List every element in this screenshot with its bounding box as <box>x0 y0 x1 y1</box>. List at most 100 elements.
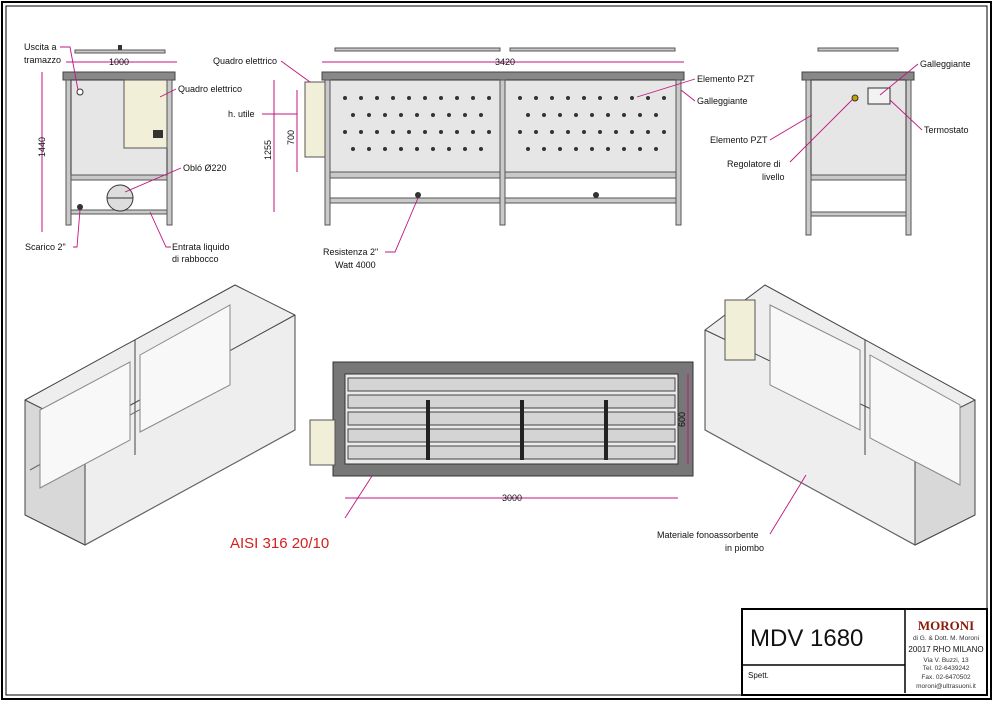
soundproof-label: Materiale fonoassorbente <box>657 530 759 540</box>
model-name: MDV 1680 <box>750 625 863 652</box>
pzt-dot <box>534 96 538 100</box>
pzt-dot <box>431 147 435 151</box>
pzt-dot <box>526 147 530 151</box>
client-label: Spett. <box>748 671 769 680</box>
pzt-dot <box>598 96 602 100</box>
pzt-dot <box>598 130 602 134</box>
pzt-dot <box>662 96 666 100</box>
company-logo: MORONI <box>918 618 974 633</box>
pzt-dot <box>407 96 411 100</box>
svg-text:di rabbocco: di rabbocco <box>172 254 219 264</box>
svg-text:Fax. 02-6470502: Fax. 02-6470502 <box>921 674 971 681</box>
pzt-dot <box>463 147 467 151</box>
pzt-dot <box>630 130 634 134</box>
pzt-dot <box>542 147 546 151</box>
isometric-view-left <box>24 284 296 546</box>
pzt-dot <box>662 130 666 134</box>
pzt-dot <box>558 113 562 117</box>
pzt-dot <box>375 130 379 134</box>
outlet-label: Uscita a <box>24 42 57 52</box>
pzt-dot <box>447 113 451 117</box>
pzt-dot <box>630 96 634 100</box>
side-view: 3420 700 1255 Quadro elettrico h. utile … <box>213 47 755 270</box>
pzt-dot <box>423 96 427 100</box>
svg-text:Via V. Buzzi, 13: Via V. Buzzi, 13 <box>923 657 969 664</box>
svg-text:Elemento PZT: Elemento PZT <box>710 135 768 145</box>
slat-support <box>426 400 430 460</box>
pzt-dot <box>638 113 642 117</box>
pzt-dot <box>375 96 379 100</box>
svg-text:Elemento PZT: Elemento PZT <box>697 74 755 84</box>
slat-support <box>520 400 524 460</box>
svg-text:20017 RHO MILANO: 20017 RHO MILANO <box>908 645 983 654</box>
pzt-dot <box>606 113 610 117</box>
tank-slat <box>347 445 676 460</box>
svg-text:tramazzo: tramazzo <box>24 55 61 65</box>
pzt-dot <box>351 147 355 151</box>
pzt-dot <box>471 96 475 100</box>
pzt-elements <box>343 96 666 151</box>
pzt-dot <box>574 147 578 151</box>
svg-text:h. utile: h. utile <box>228 109 255 119</box>
pzt-dot <box>606 147 610 151</box>
svg-text:Regolatore di: Regolatore di <box>727 159 781 169</box>
pzt-dot <box>582 96 586 100</box>
pzt-dot <box>487 96 491 100</box>
porthole-label: Obló Ø220 <box>183 163 227 173</box>
pzt-dot <box>415 147 419 151</box>
pzt-dot <box>654 113 658 117</box>
tank-slat <box>347 377 676 392</box>
svg-text:in piombo: in piombo <box>725 543 764 553</box>
pzt-dot <box>479 113 483 117</box>
height-dimension: 1440 <box>37 137 47 157</box>
pzt-dot <box>646 96 650 100</box>
pzt-dot <box>447 147 451 151</box>
pzt-dot <box>383 147 387 151</box>
pzt-dot <box>518 130 522 134</box>
length-dimension: 3420 <box>495 57 515 67</box>
pzt-dot <box>622 113 626 117</box>
pzt-dot <box>614 130 618 134</box>
pzt-dot <box>455 130 459 134</box>
pzt-dot <box>367 113 371 117</box>
isometric-view-right <box>704 284 976 546</box>
pzt-dot <box>359 130 363 134</box>
pzt-dot <box>518 96 522 100</box>
pzt-dot <box>590 113 594 117</box>
pzt-dot <box>455 96 459 100</box>
pzt-dot <box>431 113 435 117</box>
pzt-dot <box>550 96 554 100</box>
tank-slat <box>347 428 676 443</box>
pzt-dot <box>343 130 347 134</box>
tank-slat <box>347 394 676 409</box>
pzt-dot <box>550 130 554 134</box>
pzt-dot <box>407 130 411 134</box>
panel-label: Quadro elettrico <box>178 84 242 94</box>
svg-text:700: 700 <box>286 130 296 145</box>
pzt-dot <box>399 113 403 117</box>
pzt-dot <box>487 130 491 134</box>
pzt-dot <box>439 130 443 134</box>
pzt-dot <box>646 130 650 134</box>
svg-text:600: 600 <box>677 412 687 427</box>
pzt-dot <box>343 96 347 100</box>
pzt-dot <box>383 113 387 117</box>
svg-text:Quadro elettrico: Quadro elettrico <box>213 56 277 66</box>
end-view: Galleggiante Elemento PZT Regolatore di … <box>710 47 971 236</box>
pzt-dot <box>359 96 363 100</box>
svg-text:Watt 4000: Watt 4000 <box>335 260 376 270</box>
inlet-label: Entrata liquido <box>172 242 230 252</box>
material-label: AISI 316 20/10 <box>230 535 329 552</box>
svg-text:Termostato: Termostato <box>924 125 969 135</box>
pzt-dot <box>367 147 371 151</box>
pzt-dot <box>638 147 642 151</box>
svg-text:Galleggiante: Galleggiante <box>697 96 748 106</box>
title-block: MDV 1680 Spett. MORONI di G. & Dott. M. … <box>741 608 988 696</box>
pzt-dot <box>654 147 658 151</box>
top-view: 3000 600 <box>309 361 694 519</box>
pzt-dot <box>399 147 403 151</box>
width-dimension: 1000 <box>109 57 129 67</box>
drain-label: Scarico 2" <box>25 242 66 252</box>
